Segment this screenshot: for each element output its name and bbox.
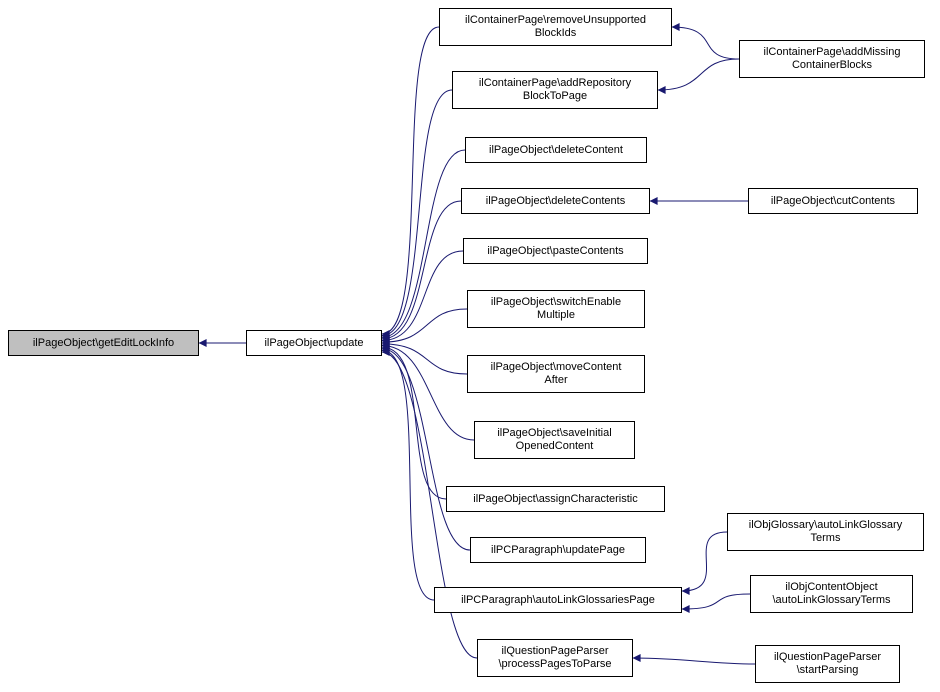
call-edge-removeUnsupportedBlockIds-to-update xyxy=(381,26,440,338)
graph-node-label: ilPageObject\switchEnable xyxy=(490,296,622,308)
graph-node-getEditLockInfo: ilPageObject\getEditLockInfo xyxy=(8,330,199,356)
graph-node-deleteContents[interactable]: ilPageObject\deleteContents xyxy=(461,188,650,214)
graph-node-updatePage[interactable]: ilPCParagraph\updatePage xyxy=(470,537,646,563)
edge-group xyxy=(198,23,756,665)
call-edge-assignCharacteristic-to-update xyxy=(381,343,447,500)
graph-node-label: ilQuestionPageParser xyxy=(501,645,609,657)
graph-node-label: ilPCParagraph\updatePage xyxy=(491,543,625,556)
call-edge-autoLinkGlossaryTermsGlossary-to-autoLinkGlossariesPage xyxy=(681,531,728,595)
graph-node-label: ilPCParagraph\autoLinkGlossariesPage xyxy=(461,593,655,606)
graph-node-startParsing[interactable]: ilQuestionPageParser\startParsing xyxy=(755,645,900,683)
call-edge-switchEnableMultiple-to-update xyxy=(381,308,468,347)
graph-node-label: ilContainerPage\removeUnsupported xyxy=(465,14,646,26)
call-edge-moveContentAfter-to-update xyxy=(381,339,468,375)
call-edge-processPagesToParse-to-update xyxy=(381,348,478,659)
graph-node-label: ilPageObject\cutContents xyxy=(770,194,896,207)
graph-node-label: ilPageObject\assignCharacteristic xyxy=(473,492,638,505)
graph-node-label: ilPageObject\saveInitial xyxy=(497,427,612,439)
call-edge-addMissingContainerBlocks-to-addRepositoryBlockToPage xyxy=(657,58,740,94)
call-edge-updatePage-to-update xyxy=(381,344,471,551)
graph-node-label: \startParsing xyxy=(796,664,859,676)
call-edge-pasteContents-to-update xyxy=(381,250,464,345)
graph-node-processPagesToParse[interactable]: ilQuestionPageParser\processPagesToParse xyxy=(477,639,633,677)
graph-node-label: ilPageObject\deleteContents xyxy=(485,194,626,207)
graph-node-label: BlockIds xyxy=(534,27,577,39)
call-edge-saveInitialOpenedContent-to-update xyxy=(381,341,475,441)
graph-node-update[interactable]: ilPageObject\update xyxy=(246,330,382,356)
graph-node-pasteContents[interactable]: ilPageObject\pasteContents xyxy=(463,238,648,264)
graph-node-label: OpenedContent xyxy=(515,440,594,452)
call-edge-addRepositoryBlockToPage-to-update xyxy=(381,89,453,340)
graph-node-label: BlockToPage xyxy=(522,90,588,102)
graph-node-label: \autoLinkGlossaryTerms xyxy=(772,594,891,606)
call-edge-deleteContents-to-update xyxy=(381,200,462,343)
graph-node-label: ilContainerPage\addMissing xyxy=(763,46,901,58)
graph-node-autoLinkGlossariesPage[interactable]: ilPCParagraph\autoLinkGlossariesPage xyxy=(434,587,682,613)
graph-node-deleteContent[interactable]: ilPageObject\deleteContent xyxy=(465,137,647,163)
call-edge-startParsing-to-processPagesToParse xyxy=(632,654,756,665)
graph-node-label: ilPageObject\moveContent xyxy=(490,361,622,373)
call-edge-deleteContent-to-update xyxy=(381,149,466,342)
graph-node-label: Terms xyxy=(810,532,841,544)
graph-node-label: \processPagesToParse xyxy=(498,658,612,670)
call-edge-autoLinkGlossaryTermsContentObject-to-autoLinkGlossariesPage xyxy=(681,593,751,613)
graph-node-label: ilObjContentObject xyxy=(785,581,878,593)
graph-node-cutContents[interactable]: ilPageObject\cutContents xyxy=(748,188,918,214)
graph-node-label: ilContainerPage\addRepository xyxy=(478,77,632,89)
graph-node-label: ilPageObject\getEditLockInfo xyxy=(32,336,175,349)
graph-node-label: ilPageObject\pasteContents xyxy=(487,244,624,257)
graph-node-label: Multiple xyxy=(537,309,575,321)
graph-node-label: ContainerBlocks xyxy=(791,59,873,71)
graph-node-autoLinkGlossaryTermsContentObject[interactable]: ilObjContentObject\autoLinkGlossaryTerms xyxy=(750,575,913,613)
graph-node-label: ilQuestionPageParser xyxy=(773,651,881,663)
graph-node-label: ilObjGlossary\autoLinkGlossary xyxy=(748,519,903,531)
graph-node-label: ilPageObject\update xyxy=(264,336,364,349)
call-edge-addMissingContainerBlocks-to-removeUnsupportedBlockIds xyxy=(671,23,740,60)
graph-node-label: After xyxy=(544,374,568,386)
graph-node-assignCharacteristic[interactable]: ilPageObject\assignCharacteristic xyxy=(446,486,665,512)
graph-node-label: ilPageObject\deleteContent xyxy=(489,143,623,156)
